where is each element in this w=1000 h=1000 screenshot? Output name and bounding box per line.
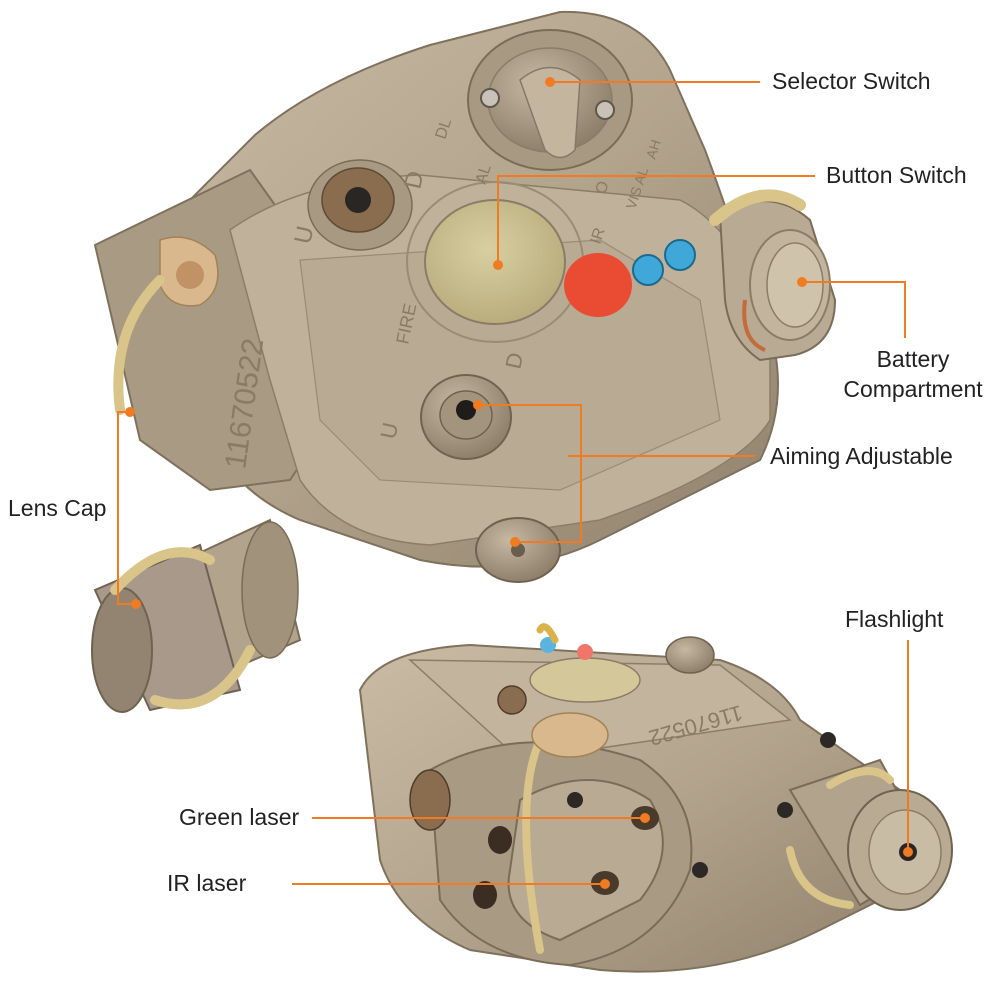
battery-label-line2: Compartment	[843, 375, 983, 402]
blue-screw	[632, 254, 664, 286]
lens-tube	[91, 518, 302, 713]
top-device: 11670522 FIRE U D DL AL O IR VIS AL AH U…	[91, 10, 837, 713]
d-engraving: D	[399, 169, 429, 192]
button-switch-dot	[493, 260, 503, 270]
flashlight-label: Flashlight	[845, 606, 944, 632]
bottom-window	[529, 657, 641, 703]
flashlight-head	[786, 758, 953, 911]
left-rubber-cap	[113, 236, 219, 415]
aiming-dot	[473, 400, 483, 410]
black-screw	[777, 802, 793, 818]
green-laser-dot	[640, 813, 650, 823]
battery-leader	[802, 281, 906, 338]
flashlight-dot	[903, 847, 913, 857]
red-indicator	[564, 253, 632, 317]
left-aperture-bottom	[473, 881, 497, 909]
button-switch-leader	[497, 175, 815, 265]
bottom-top-knob	[665, 636, 715, 674]
callout-lines	[117, 81, 909, 885]
selector-mode-o: O	[593, 179, 613, 196]
black-screw	[567, 792, 583, 808]
black-screw	[692, 862, 708, 878]
lower-u-engraving: U	[375, 420, 403, 441]
aiming-lower-dot	[510, 537, 520, 547]
bottom-dark-knob	[497, 685, 527, 715]
green-laser-label: Green laser	[179, 804, 300, 830]
callout-dots	[125, 77, 913, 889]
lower-d-engraving: D	[500, 350, 528, 371]
selector-mode-ir: IR	[588, 226, 609, 246]
selector-mode-dl: DL	[433, 116, 456, 141]
selector-mode-ah: AH	[643, 137, 664, 160]
laser-aperture-plate	[507, 779, 664, 942]
lower-knob	[475, 517, 561, 583]
blue-screw	[664, 239, 696, 271]
bottom-left-knob	[409, 769, 451, 831]
lens-cap-leader	[117, 411, 136, 605]
battery-cap	[709, 189, 837, 362]
ir-laser-label: IR laser	[167, 870, 247, 896]
bottom-red-indicator	[577, 644, 593, 660]
battery-label-line1: Battery	[876, 346, 950, 372]
lens-cap-lower-dot	[131, 599, 141, 609]
lens-cap-label: Lens Cap	[8, 495, 107, 521]
bottom-device: 11670522	[358, 623, 953, 973]
left-aperture-top	[488, 826, 512, 854]
battery-dot	[797, 277, 807, 287]
aiming-adjustable-label: Aiming Adjustable	[770, 443, 953, 469]
button-switch-label: Button Switch	[826, 162, 967, 188]
aiming-bracket-leader	[478, 404, 582, 543]
lens-cap-dot	[125, 407, 135, 417]
u-engraving: U	[289, 224, 319, 247]
bottom-rubber-strap-top	[536, 623, 559, 644]
selector-switch-dot	[545, 77, 555, 87]
bottom-rubber-cap	[531, 712, 609, 758]
upper-adjust-knob	[307, 159, 413, 251]
selector-mode-al: AL	[473, 162, 495, 186]
ir-laser-dot	[600, 879, 610, 889]
selector-switch-label: Selector Switch	[772, 68, 931, 94]
selector-switch-knob	[467, 29, 633, 171]
black-screw	[820, 732, 836, 748]
battery-compartment-label: Battery Compartment	[832, 345, 994, 405]
aiming-knob	[420, 374, 512, 460]
